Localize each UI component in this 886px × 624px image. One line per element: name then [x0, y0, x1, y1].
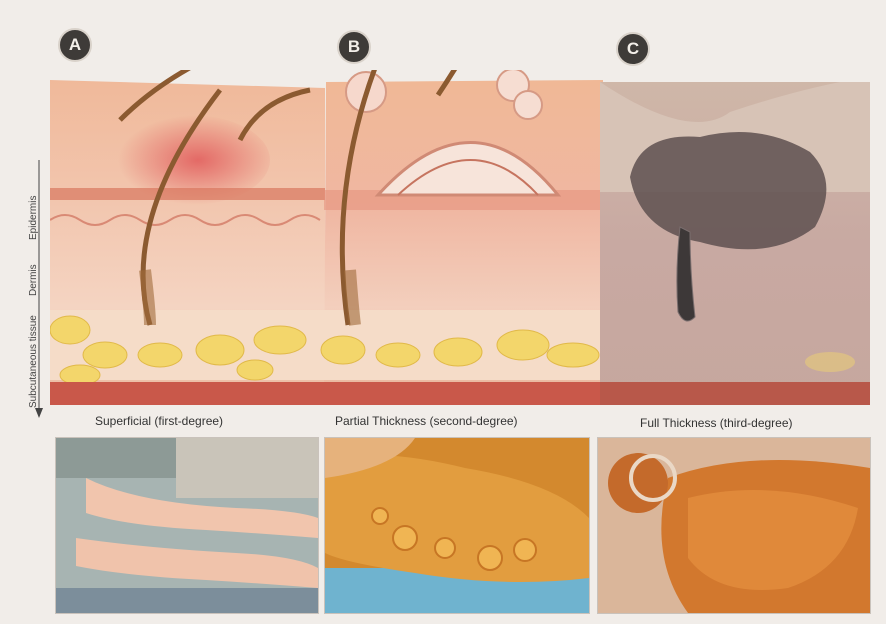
- panel-b-photo: [324, 437, 590, 614]
- panel-b-caption: Partial Thickness (second-degree): [335, 414, 518, 428]
- panel-a-caption: Superficial (first-degree): [95, 414, 223, 428]
- panel-a-photo: [55, 437, 319, 614]
- panel-c-illustration: [600, 82, 870, 405]
- panel-b-badge: B: [337, 30, 371, 64]
- panel-a-illustration: [50, 70, 325, 405]
- panel-c-photo: [597, 437, 871, 614]
- panel-a-badge: A: [58, 28, 92, 62]
- panel-c-caption: Full Thickness (third-degree): [640, 416, 793, 430]
- panel-c-badge: C: [616, 32, 650, 66]
- layer-arrow: [34, 160, 44, 420]
- panel-b-illustration: [318, 70, 610, 405]
